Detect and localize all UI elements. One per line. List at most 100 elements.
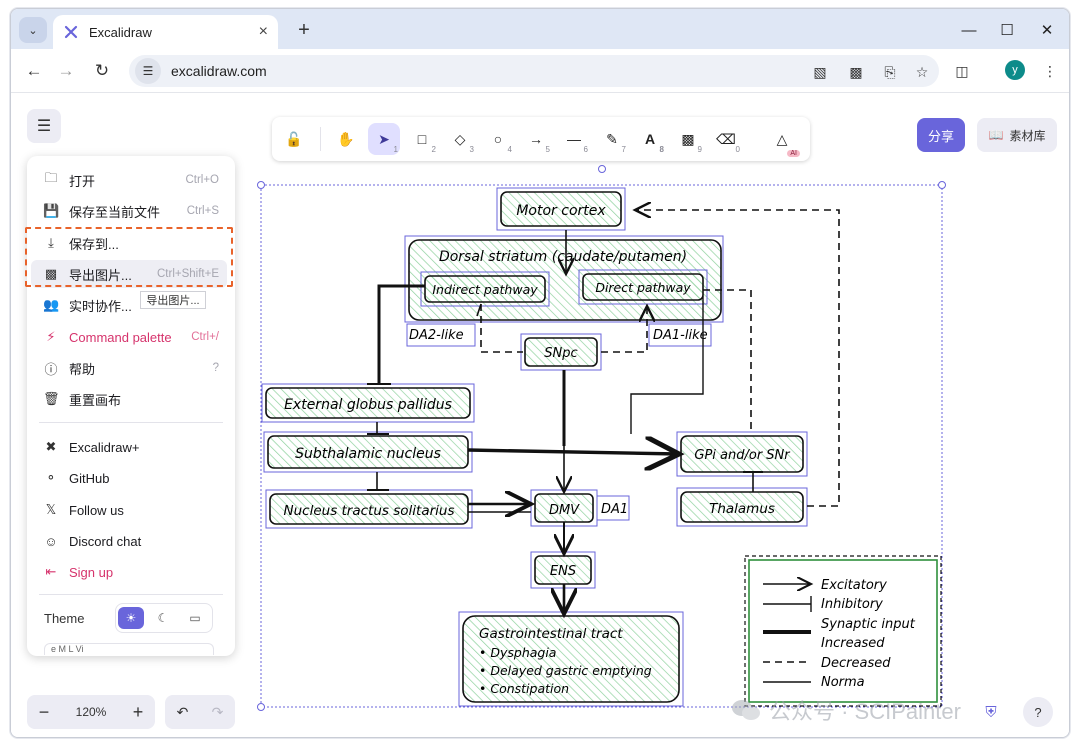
menu-item-label: 打开: [69, 173, 96, 189]
arrow-icon: →: [529, 131, 543, 147]
selection-tool[interactable]: ➤1: [368, 123, 400, 155]
node-gpi-snr[interactable]: GPi and/or SNr: [676, 431, 808, 477]
node-subthalamic-nucleus[interactable]: Subthalamic nucleus: [263, 431, 473, 473]
forward-button[interactable]: →: [57, 61, 75, 80]
browser-tab[interactable]: Excalidraw ×: [53, 15, 278, 49]
node-ens[interactable]: ENS: [530, 551, 596, 589]
selection-box[interactable]: [260, 184, 943, 708]
node-external-globus-pallidus[interactable]: External globus pallidus: [261, 383, 475, 423]
menu-item-reset-canvas[interactable]: 🗑重置画布: [31, 385, 227, 413]
diagram-legend[interactable]: Excitatory Inhibitory Synaptic input Inc…: [744, 555, 942, 707]
menu-item-github[interactable]: ⚬GitHub: [31, 464, 227, 492]
library-button[interactable]: 📖素材库: [977, 118, 1057, 152]
menu-item-live-collab[interactable]: 👥实时协作...: [31, 291, 227, 319]
menu-divider: [39, 594, 223, 595]
label-external-globus-pallidus: External globus pallidus: [284, 397, 452, 413]
zoom-level[interactable]: 120%: [75, 705, 107, 719]
menu-item-excalidraw-plus[interactable]: ✖Excalidraw+: [31, 433, 227, 461]
hand-tool[interactable]: ✋: [330, 123, 362, 155]
language-select[interactable]: e M L Vi: [44, 643, 214, 655]
menu-item-export-image[interactable]: ▩导出图片...Ctrl+Shift+E: [31, 260, 227, 288]
theme-system-button[interactable]: ▭: [182, 607, 208, 629]
book-icon: 📖: [988, 128, 1004, 142]
chevron-down-icon: ⌄: [28, 24, 38, 37]
menu-item-sign-up[interactable]: ⇤Sign up: [31, 558, 227, 586]
x-icon: 𝕏: [45, 502, 57, 517]
connector-lines: [367, 210, 840, 614]
extensions-icon[interactable]: ◫: [955, 62, 969, 79]
close-tab-icon[interactable]: ×: [258, 23, 268, 40]
undo-icon[interactable]: ↶: [176, 703, 189, 720]
help-button[interactable]: ?: [1023, 697, 1053, 727]
label-da1: DA1: [601, 502, 628, 517]
resize-handle[interactable]: [257, 181, 265, 189]
ellipse-tool[interactable]: ○4: [482, 123, 514, 155]
menu-item-label: Command palette: [69, 329, 172, 345]
zoom-in-button[interactable]: +: [132, 701, 144, 722]
node-gastrointestinal-tract[interactable]: Gastrointestinal tract • Dysphagia • Del…: [458, 611, 684, 707]
theme-label: Theme: [44, 611, 85, 626]
profile-avatar[interactable]: y: [1005, 60, 1025, 80]
shield-icon[interactable]: ⛨: [985, 703, 997, 721]
diamond-tool[interactable]: ◇3: [444, 123, 476, 155]
translate-icon[interactable]: ▩: [849, 63, 863, 80]
rotate-handle[interactable]: [598, 165, 606, 173]
main-menu-button[interactable]: ☰: [27, 109, 61, 143]
address-bar[interactable]: ☰ excalidraw.com ▧ ▩ ⎘ ☆: [129, 55, 939, 87]
zoom-out-button[interactable]: −: [38, 701, 50, 722]
node-nucleus-tractus-solitarius[interactable]: Nucleus tractus solitarius: [265, 489, 473, 529]
rectangle-tool[interactable]: □2: [406, 123, 438, 155]
eraser-tool[interactable]: ⌫0: [710, 123, 742, 155]
menu-item-save-to[interactable]: ⤓保存到...: [31, 229, 227, 257]
cursor-icon: ➤: [378, 130, 390, 147]
close-window-button[interactable]: ✕: [1040, 22, 1054, 39]
node-direct-pathway[interactable]: Direct pathway: [578, 269, 708, 305]
share-button[interactable]: 分享: [917, 118, 965, 152]
minimize-button[interactable]: —: [961, 21, 977, 39]
browser-menu-icon[interactable]: ⋮: [1043, 62, 1057, 79]
image-tool[interactable]: ▩9: [672, 123, 704, 155]
install-app-icon[interactable]: ▧: [813, 63, 827, 80]
redo-icon[interactable]: ↷: [211, 703, 224, 720]
line-icon: —: [567, 131, 581, 147]
maximize-button[interactable]: ☐: [1000, 22, 1014, 39]
more-tools-button[interactable]: △AI: [766, 123, 800, 157]
node-dmv[interactable]: DMV: [530, 489, 598, 527]
node-snpc[interactable]: SNpc: [520, 333, 602, 371]
lock-tool[interactable]: 🔓: [278, 123, 310, 155]
theme-light-button[interactable]: ☀: [118, 607, 144, 629]
menu-item-label: 帮助: [69, 361, 96, 377]
node-motor-cortex[interactable]: Motor cortex: [496, 187, 626, 231]
drawing-canvas[interactable]: Motor cortex Dorsal striatum (caudate/pu…: [11, 94, 1070, 738]
menu-item-shortcut: Ctrl+O: [185, 174, 219, 186]
resize-handle[interactable]: [257, 703, 265, 711]
arrow-tool[interactable]: →5: [520, 123, 552, 155]
ai-badge: AI: [787, 150, 800, 157]
menu-item-label: 实时协作...: [69, 298, 132, 314]
download-page-icon[interactable]: ⎘: [884, 63, 896, 80]
save-icon: 💾: [43, 203, 60, 218]
reload-button[interactable]: ↻: [94, 61, 110, 80]
draw-tool[interactable]: ✎7: [596, 123, 628, 155]
label-motor-cortex: Motor cortex: [516, 203, 606, 219]
theme-dark-button[interactable]: ☾: [150, 607, 176, 629]
node-thalamus[interactable]: Thalamus: [676, 487, 808, 527]
tab-search-button[interactable]: ⌄: [19, 17, 47, 43]
site-info-icon[interactable]: ☰: [135, 58, 161, 84]
resize-handle[interactable]: [938, 181, 946, 189]
tool-shortcut-number: 0: [735, 145, 740, 154]
back-button[interactable]: ←: [25, 61, 43, 80]
label-da2-like: DA2-like: [409, 328, 464, 343]
menu-item-discord[interactable]: ☺Discord chat: [31, 527, 227, 555]
new-tab-button[interactable]: +: [298, 18, 310, 41]
toolbar-divider: [320, 127, 321, 151]
bookmark-star-icon[interactable]: ☆: [915, 63, 929, 80]
line-tool[interactable]: —6: [558, 123, 590, 155]
node-indirect-pathway[interactable]: Indirect pathway: [420, 271, 550, 307]
